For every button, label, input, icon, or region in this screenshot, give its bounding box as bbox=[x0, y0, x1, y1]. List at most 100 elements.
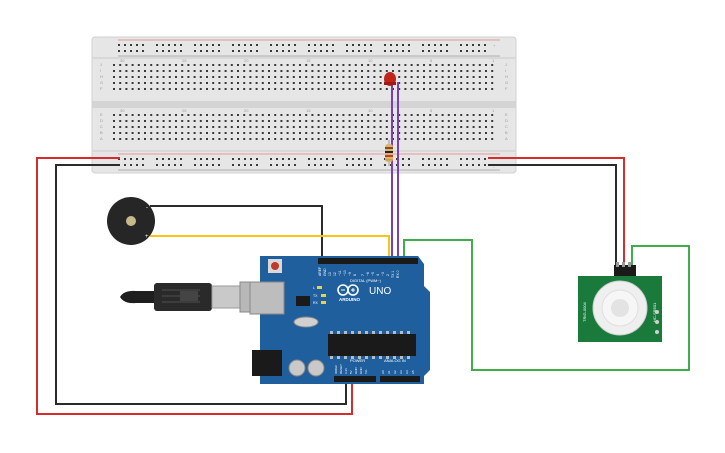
breadboard-hole[interactable] bbox=[286, 88, 289, 90]
breadboard-rail-hole[interactable] bbox=[232, 164, 234, 166]
breadboard-hole[interactable] bbox=[416, 126, 419, 128]
breadboard-hole[interactable] bbox=[243, 120, 246, 122]
breadboard-hole[interactable] bbox=[317, 120, 320, 122]
breadboard-hole[interactable] bbox=[144, 82, 146, 84]
breadboard-hole[interactable] bbox=[255, 64, 258, 66]
breadboard-hole[interactable] bbox=[466, 70, 469, 72]
breadboard-hole[interactable] bbox=[330, 138, 332, 140]
breadboard-hole[interactable] bbox=[441, 70, 444, 72]
breadboard-hole[interactable] bbox=[454, 120, 456, 122]
breadboard-rail-hole[interactable] bbox=[408, 50, 410, 52]
breadboard-hole[interactable] bbox=[410, 138, 413, 140]
breadboard-rail-hole[interactable] bbox=[440, 50, 442, 52]
breadboard-hole[interactable] bbox=[237, 70, 239, 72]
breadboard-hole[interactable] bbox=[429, 88, 432, 90]
breadboard-hole[interactable] bbox=[119, 126, 122, 128]
breadboard-hole[interactable] bbox=[311, 138, 314, 140]
breadboard-hole[interactable] bbox=[441, 132, 444, 134]
breadboard-hole[interactable] bbox=[206, 138, 208, 140]
breadboard-rail-hole[interactable] bbox=[200, 158, 202, 160]
breadboard-hole[interactable] bbox=[181, 88, 184, 90]
breadboard-rail-hole[interactable] bbox=[194, 164, 196, 166]
breadboard-rail-hole[interactable] bbox=[364, 50, 366, 52]
breadboard-hole[interactable] bbox=[144, 70, 146, 72]
breadboard-hole[interactable] bbox=[237, 126, 239, 128]
breadboard-rail-hole[interactable] bbox=[358, 50, 360, 52]
breadboard-hole[interactable] bbox=[336, 64, 339, 66]
breadboard-hole[interactable] bbox=[429, 114, 432, 116]
breadboard-rail-hole[interactable] bbox=[168, 164, 170, 166]
breadboard-hole[interactable] bbox=[156, 138, 159, 140]
breadboard-hole[interactable] bbox=[150, 88, 153, 90]
breadboard-hole[interactable] bbox=[330, 126, 332, 128]
breadboard-hole[interactable] bbox=[175, 114, 177, 116]
breadboard-hole[interactable] bbox=[472, 126, 475, 128]
breadboard-hole[interactable] bbox=[237, 88, 239, 90]
breadboard-hole[interactable] bbox=[311, 76, 314, 78]
breadboard-rail-hole[interactable] bbox=[370, 44, 372, 46]
breadboard-hole[interactable] bbox=[199, 82, 202, 84]
breadboard-hole[interactable] bbox=[187, 126, 190, 128]
breadboard-hole[interactable] bbox=[330, 114, 332, 116]
breadboard-hole[interactable] bbox=[435, 120, 438, 122]
wire-black-right[interactable] bbox=[488, 164, 617, 271]
breadboard-hole[interactable] bbox=[410, 126, 413, 128]
breadboard-hole[interactable] bbox=[410, 70, 413, 72]
breadboard-hole[interactable] bbox=[429, 126, 432, 128]
breadboard-rail-hole[interactable] bbox=[352, 164, 354, 166]
breadboard-rail-hole[interactable] bbox=[478, 44, 480, 46]
breadboard-hole[interactable] bbox=[429, 138, 432, 140]
breadboard-hole[interactable] bbox=[224, 126, 227, 128]
breadboard-hole[interactable] bbox=[113, 126, 115, 128]
breadboard-hole[interactable] bbox=[447, 82, 450, 84]
breadboard-hole[interactable] bbox=[435, 70, 438, 72]
breadboard-hole[interactable] bbox=[119, 132, 122, 134]
breadboard-hole[interactable] bbox=[193, 138, 196, 140]
breadboard-rail-hole[interactable] bbox=[142, 158, 144, 160]
breadboard-hole[interactable] bbox=[478, 132, 481, 134]
breadboard-hole[interactable] bbox=[379, 114, 382, 116]
breadboard-hole[interactable] bbox=[404, 76, 407, 78]
breadboard-rail-hole[interactable] bbox=[370, 158, 372, 160]
breadboard-hole[interactable] bbox=[410, 114, 413, 116]
breadboard-hole[interactable] bbox=[491, 82, 494, 84]
breadboard-hole[interactable] bbox=[317, 126, 320, 128]
breadboard-rail-hole[interactable] bbox=[364, 44, 366, 46]
breadboard-hole[interactable] bbox=[156, 132, 159, 134]
breadboard-hole[interactable] bbox=[237, 76, 239, 78]
breadboard-rail-hole[interactable] bbox=[402, 44, 404, 46]
breadboard-rail-hole[interactable] bbox=[256, 164, 258, 166]
breadboard-hole[interactable] bbox=[317, 88, 320, 90]
breadboard-hole[interactable] bbox=[299, 120, 301, 122]
breadboard-hole[interactable] bbox=[193, 88, 196, 90]
breadboard-hole[interactable] bbox=[274, 120, 277, 122]
breadboard-rail-hole[interactable] bbox=[218, 158, 220, 160]
breadboard-hole[interactable] bbox=[156, 64, 159, 66]
breadboard-rail-hole[interactable] bbox=[428, 158, 430, 160]
breadboard-hole[interactable] bbox=[218, 88, 221, 90]
breadboard-hole[interactable] bbox=[113, 64, 115, 66]
breadboard-hole[interactable] bbox=[348, 114, 351, 116]
breadboard-hole[interactable] bbox=[404, 70, 407, 72]
breadboard-hole[interactable] bbox=[392, 64, 394, 66]
breadboard-hole[interactable] bbox=[478, 120, 481, 122]
breadboard-hole[interactable] bbox=[429, 132, 432, 134]
wire-black-left[interactable] bbox=[55, 164, 347, 405]
breadboard-hole[interactable] bbox=[367, 70, 370, 72]
breadboard-hole[interactable] bbox=[466, 82, 469, 84]
breadboard-hole[interactable] bbox=[348, 70, 351, 72]
breadboard-hole[interactable] bbox=[373, 138, 376, 140]
breadboard-hole[interactable] bbox=[398, 88, 401, 90]
breadboard-hole[interactable] bbox=[274, 132, 277, 134]
breadboard-hole[interactable] bbox=[317, 76, 320, 78]
breadboard-hole[interactable] bbox=[199, 88, 202, 90]
breadboard-hole[interactable] bbox=[137, 64, 140, 66]
breadboard-rail-hole[interactable] bbox=[232, 158, 234, 160]
breadboard-hole[interactable] bbox=[466, 88, 469, 90]
breadboard-hole[interactable] bbox=[466, 126, 469, 128]
breadboard-hole[interactable] bbox=[354, 88, 357, 90]
breadboard-hole[interactable] bbox=[230, 70, 233, 72]
breadboard-hole[interactable] bbox=[181, 70, 184, 72]
breadboard-rail-hole[interactable] bbox=[168, 44, 170, 46]
breadboard-hole[interactable] bbox=[261, 138, 264, 140]
